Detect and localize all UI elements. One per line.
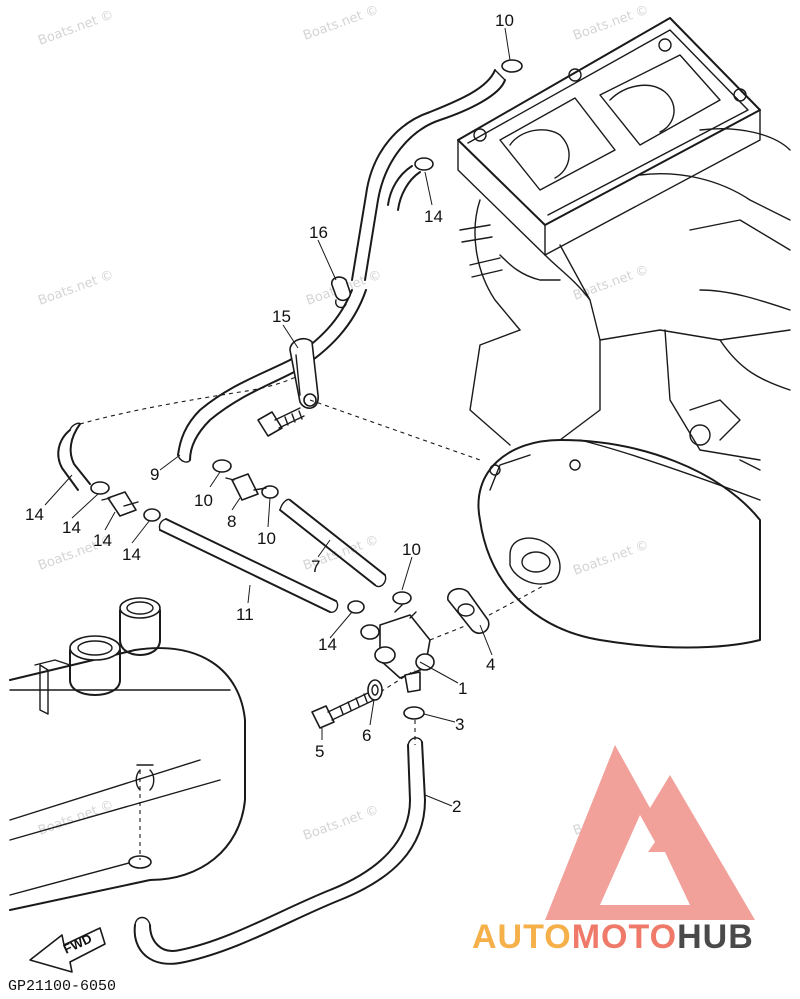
- callout-16: 16: [309, 223, 328, 242]
- brand-hub: HUB: [677, 918, 754, 956]
- flywheel-cover: [477, 439, 761, 649]
- callout-13: 14: [25, 505, 44, 524]
- diagram-code: GP21100-6050: [8, 978, 116, 995]
- brand-logo-icon: [545, 745, 755, 920]
- gasket-4: [447, 588, 490, 635]
- callout-11: 11: [236, 605, 254, 624]
- callout-5: 5: [315, 742, 324, 761]
- callout-4: 4: [486, 655, 495, 674]
- callout-14: 14: [122, 545, 141, 564]
- callout-14: 14: [62, 518, 81, 537]
- fuel-tank: [9, 597, 246, 911]
- watermark: Boats.net ©: [301, 3, 381, 44]
- watermark: Boats.net ©: [36, 798, 116, 839]
- callout-14: 14: [318, 635, 337, 654]
- engine-block: [457, 17, 791, 461]
- hose-11: [158, 518, 339, 613]
- washer-6: [367, 679, 383, 701]
- hose-2: [133, 720, 426, 965]
- bolt-bracket: [257, 407, 305, 437]
- leader-lines: [44, 27, 511, 807]
- bolt-5: [311, 669, 416, 729]
- watermark: Boats.net ©: [36, 268, 116, 309]
- clamp-bracket-15: [289, 338, 481, 461]
- watermark-group: Boats.net © Boats.net © Boats.net © Boat…: [36, 3, 651, 844]
- brand-auto: AUTO: [472, 918, 572, 956]
- watermark: Boats.net ©: [36, 8, 116, 49]
- clamps: [90, 59, 523, 869]
- watermark: Boats.net ©: [571, 3, 651, 44]
- fuel-cock-1: [360, 584, 546, 693]
- watermark: Boats.net ©: [571, 538, 651, 579]
- callout-9: 9: [150, 465, 159, 484]
- hose-7: [279, 498, 387, 588]
- callout-10: 10: [194, 491, 213, 510]
- clip-16: [330, 276, 351, 309]
- watermark: Boats.net ©: [571, 263, 651, 304]
- callout-3: 3: [455, 715, 464, 734]
- callout-15: 15: [272, 307, 291, 326]
- hose-upper-breather: [351, 69, 506, 281]
- hose-13: [57, 374, 301, 491]
- brand-moto: MOTO: [572, 918, 677, 956]
- brand-logo-icon: [620, 856, 664, 884]
- callout-2: 2: [452, 797, 461, 816]
- callouts: 10 14 16 15 9 14 14 14 14 10 8 10 7 11 1…: [25, 11, 514, 816]
- callout-14: 14: [424, 207, 443, 226]
- callout-12: 14: [93, 531, 112, 550]
- fuel-filter-8: [225, 473, 267, 501]
- callout-6: 6: [362, 726, 371, 745]
- watermark: Boats.net ©: [301, 803, 381, 844]
- brand-logo: AUTOMOTOHUB: [472, 745, 755, 956]
- callout-10: 10: [257, 529, 276, 548]
- callout-10: 10: [402, 540, 421, 559]
- brand-text: AUTOMOTOHUB: [472, 918, 754, 956]
- fwd-arrow-icon: FWD: [29, 927, 106, 973]
- callout-10: 10: [495, 11, 514, 30]
- fuel-filter-12: [101, 491, 139, 517]
- callout-8: 8: [227, 512, 236, 531]
- callout-1: 1: [458, 679, 467, 698]
- callout-7: 7: [311, 557, 320, 576]
